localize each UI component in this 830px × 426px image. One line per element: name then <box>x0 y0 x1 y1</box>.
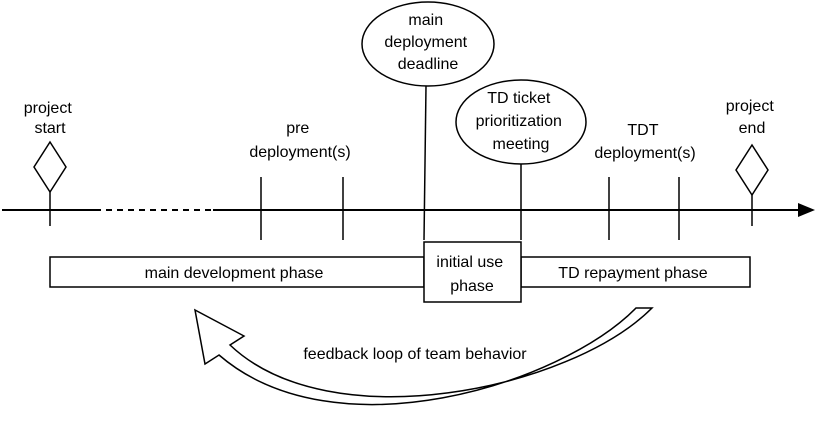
milestone-label: project start <box>24 100 76 137</box>
phase-label: TD repayment phase <box>558 265 708 282</box>
callout-label: main deployment deadline <box>384 12 471 73</box>
milestone-project-end: project end <box>726 98 778 226</box>
phase-label: main development phase <box>145 265 324 282</box>
callout-ellipse <box>361 1 495 87</box>
feedback-loop-label: feedback loop of team behavior <box>303 346 527 363</box>
milestone-project-start: project start <box>24 100 76 226</box>
milestone-pre-deployments: pre deployment(s) <box>249 120 351 240</box>
phase-td-repayment <box>520 256 751 288</box>
timeline-axis <box>2 203 815 217</box>
milestone-label: TDT deployment(s) <box>594 122 695 162</box>
phase-main-development <box>49 256 425 288</box>
tick-line <box>423 85 427 241</box>
phase-bar: main development phase TD repayment phas… <box>49 241 751 303</box>
callout-label: TD ticket prioritization meeting <box>476 90 567 153</box>
phase-initial-use <box>423 241 522 303</box>
callout-main-deployment-deadline: main deployment deadline <box>361 1 495 241</box>
axis-arrowhead-icon <box>798 203 815 217</box>
diamond-marker-icon <box>33 140 67 194</box>
callout-td-ticket-meeting: TD ticket prioritization meeting <box>455 79 587 240</box>
diamond-marker-icon <box>735 143 769 197</box>
phase-label: initial use phase <box>436 254 507 295</box>
milestone-label: pre deployment(s) <box>249 120 350 161</box>
milestone-label: project end <box>726 98 778 137</box>
feedback-loop-arrow-icon <box>193 307 654 406</box>
milestone-tdt-deployments: TDT deployment(s) <box>594 122 696 240</box>
